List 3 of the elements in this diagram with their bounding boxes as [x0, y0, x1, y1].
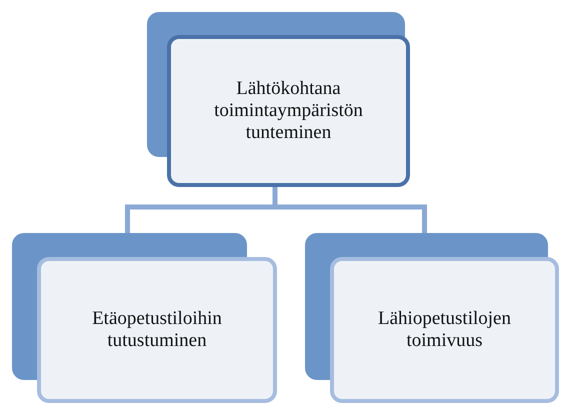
box-text: Lähiopetustilojen toimivuus — [377, 308, 512, 352]
box-text: Etäopetustiloihin tutustuminen — [91, 308, 223, 352]
box-text: Lähtökohtana toimintaympäristön tunteminen — [213, 78, 364, 144]
